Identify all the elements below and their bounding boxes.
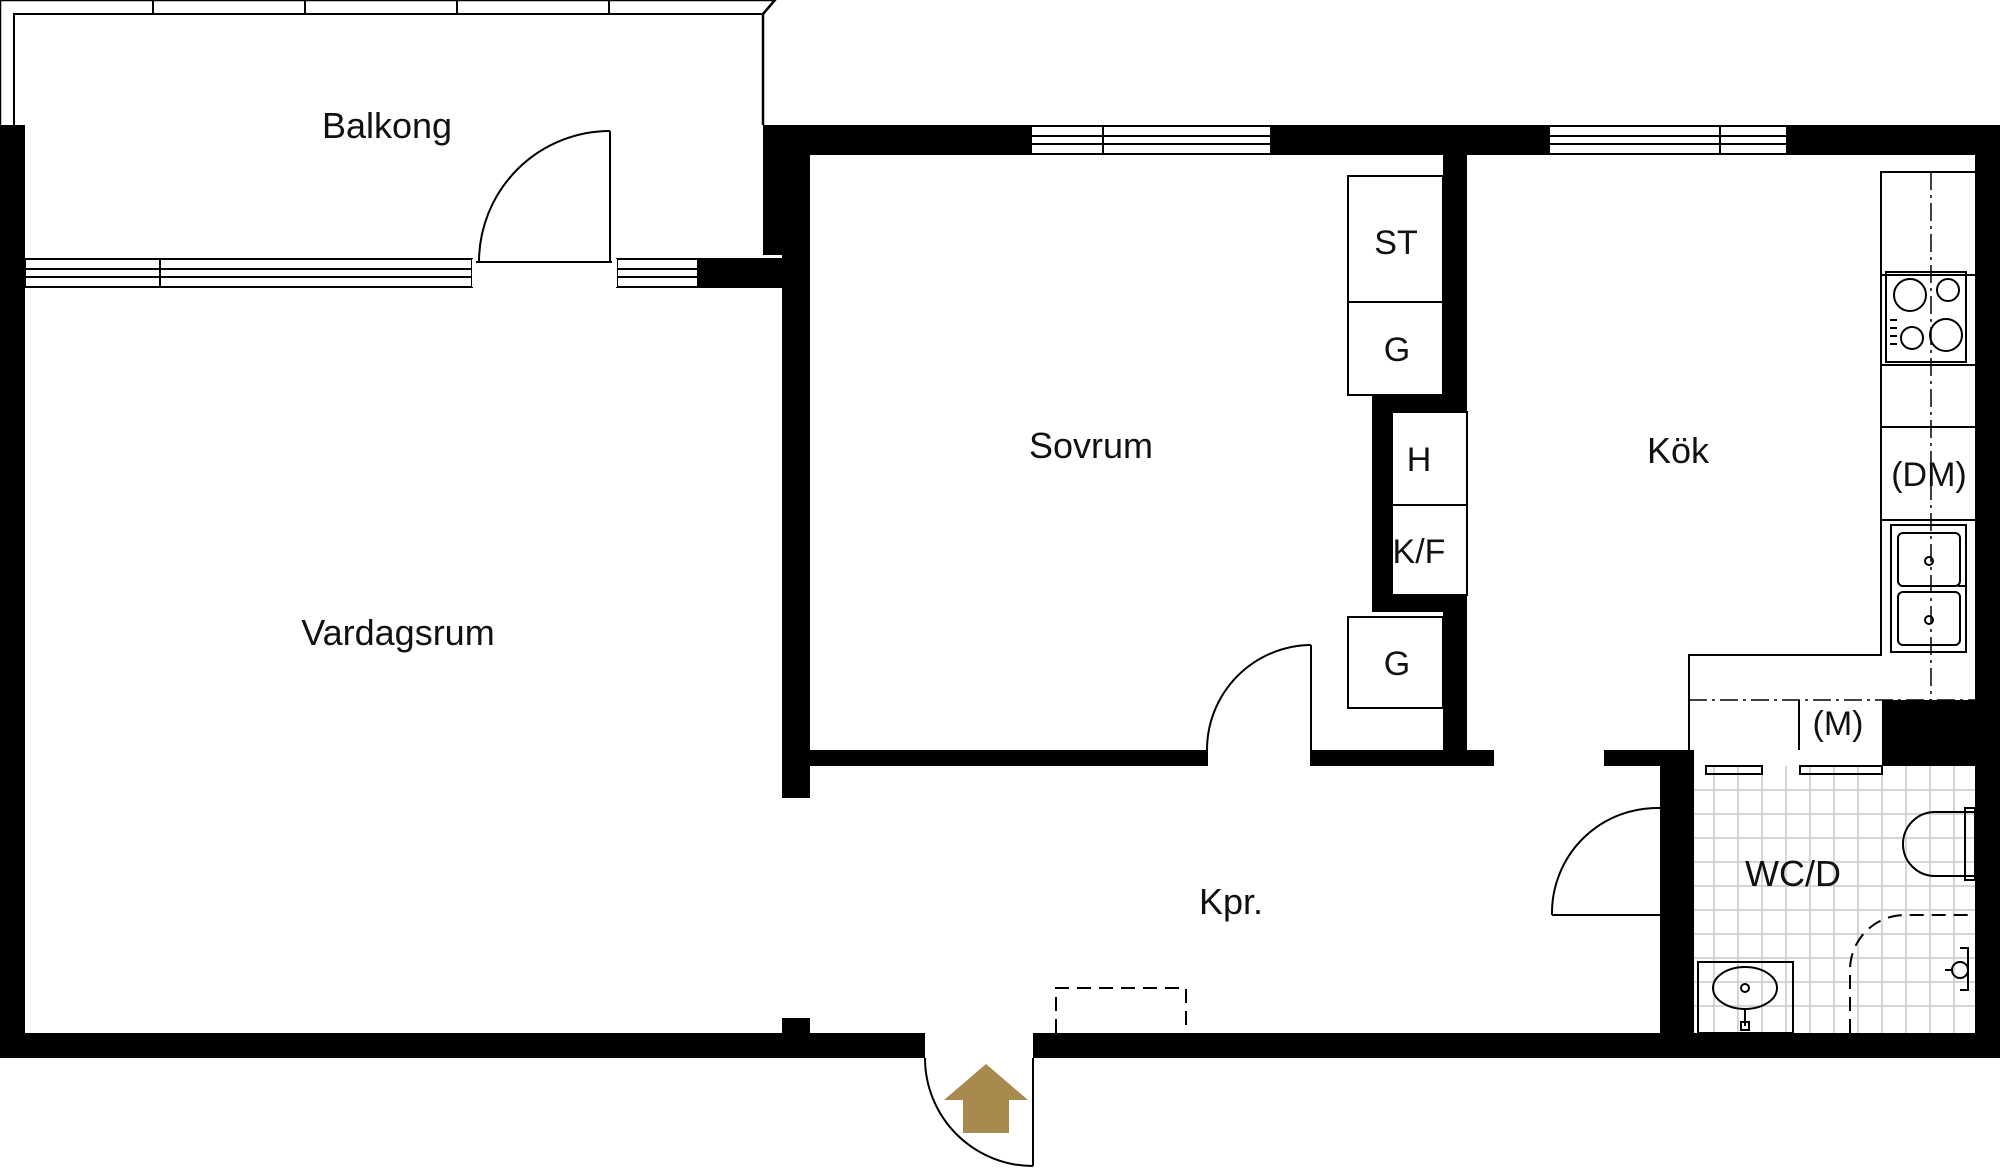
unit-label-dm: (DM) — [1891, 456, 1967, 494]
room-label-sovrum: Sovrum — [1029, 425, 1153, 466]
window-balcony-left — [24, 258, 473, 288]
kitchen-sink-icon — [1890, 524, 1967, 653]
wardrobes — [1347, 175, 1468, 709]
walls — [0, 125, 2000, 1058]
room-label-kok: Kök — [1647, 430, 1710, 471]
bathroom-tiles — [1694, 766, 1975, 1033]
window-bedroom — [1030, 125, 1272, 155]
windows — [24, 125, 1788, 288]
unit-labels: ST G H K/F G (DM) (M) — [1374, 224, 1966, 743]
window-balcony-right — [616, 258, 699, 288]
unit-label-g-top: G — [1384, 331, 1410, 369]
kitchen-counter — [1688, 171, 1975, 750]
doors — [472, 130, 1661, 1167]
room-label-vardagsrum: Vardagsrum — [301, 612, 494, 653]
room-labels: Balkong Vardagsrum Sovrum Kök Kpr. WC/D — [301, 105, 1841, 922]
room-label-wcd: WC/D — [1745, 853, 1841, 894]
unit-label-st: ST — [1374, 224, 1417, 262]
toilet-icon — [1902, 807, 1976, 881]
unit-label-kf: K/F — [1393, 533, 1446, 571]
washbasin-icon — [1697, 961, 1794, 1034]
unit-label-m: (M) — [1813, 705, 1864, 743]
room-label-kpr: Kpr. — [1199, 881, 1263, 922]
bathroom-fixtures — [1705, 765, 1883, 775]
stove-icon — [1885, 271, 1967, 363]
window-kitchen — [1548, 125, 1788, 155]
balcony — [0, 0, 777, 125]
hall-storage-outline — [1055, 987, 1187, 1033]
entrance-arrow-icon — [944, 1064, 1028, 1133]
shower-icon — [1849, 914, 1975, 1033]
unit-label-h: H — [1407, 441, 1432, 479]
unit-label-g-bottom: G — [1384, 645, 1410, 683]
room-label-balkong: Balkong — [322, 105, 452, 146]
